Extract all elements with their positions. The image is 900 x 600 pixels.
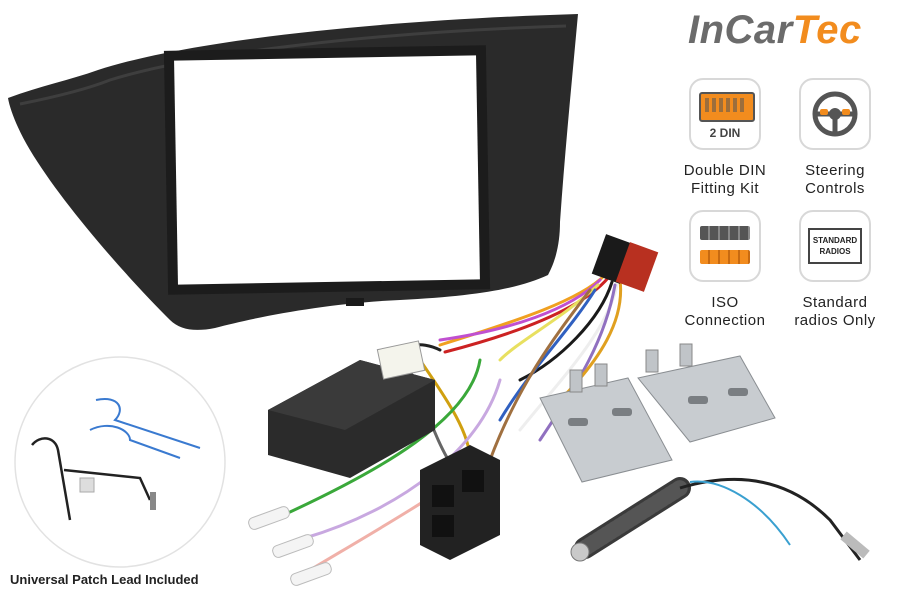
brand-logo: InCarTec xyxy=(688,8,862,53)
brand-logo-part1: InCar xyxy=(688,8,793,52)
feature-iso-label-line2: Connection xyxy=(684,312,766,329)
steering-wheel-icon xyxy=(799,78,871,150)
antenna-adapter xyxy=(570,477,870,562)
double-din-icon: 2 DIN xyxy=(689,78,761,150)
iso-plug-bottom xyxy=(420,445,500,560)
feature-iso-connection: ISO Connection xyxy=(670,210,780,330)
standard-radio-icon: STANDARD RADIOS xyxy=(799,210,871,282)
iso-plug-top xyxy=(591,234,659,292)
patch-lead-circle xyxy=(14,356,226,568)
patch-lead-caption: Universal Patch Lead Included xyxy=(10,572,199,587)
feature-steering-label-line1: Steering xyxy=(805,162,865,179)
mounting-bracket-left xyxy=(539,363,673,483)
feature-double-din-label-line1: Double DIN xyxy=(683,162,767,179)
standard-radio-icon-line2: RADIOS xyxy=(819,247,851,256)
feature-standard-label-line2: radios Only xyxy=(794,312,876,329)
brand-logo-part2: Tec xyxy=(792,8,862,52)
standard-radio-icon-line1: STANDARD xyxy=(812,236,858,245)
feature-steering-label-line2: Controls xyxy=(805,180,865,197)
crimp-terminals xyxy=(248,506,332,586)
feature-iso-label-line1: ISO xyxy=(711,294,739,311)
steering-interface-box xyxy=(268,340,435,478)
feature-double-din: 2 DIN Double DIN Fitting Kit xyxy=(670,78,780,198)
double-din-fascia xyxy=(8,14,578,330)
feature-standard-radios: STANDARD RADIOS Standard radios Only xyxy=(780,210,890,330)
double-din-icon-label: 2 DIN xyxy=(709,126,741,140)
feature-double-din-label-line2: Fitting Kit xyxy=(690,180,760,197)
feature-steering-controls: Steering Controls xyxy=(780,78,890,198)
mounting-bracket-right xyxy=(637,343,776,443)
iso-connector-icon xyxy=(689,210,761,282)
feature-standard-label-line1: Standard xyxy=(802,294,868,311)
